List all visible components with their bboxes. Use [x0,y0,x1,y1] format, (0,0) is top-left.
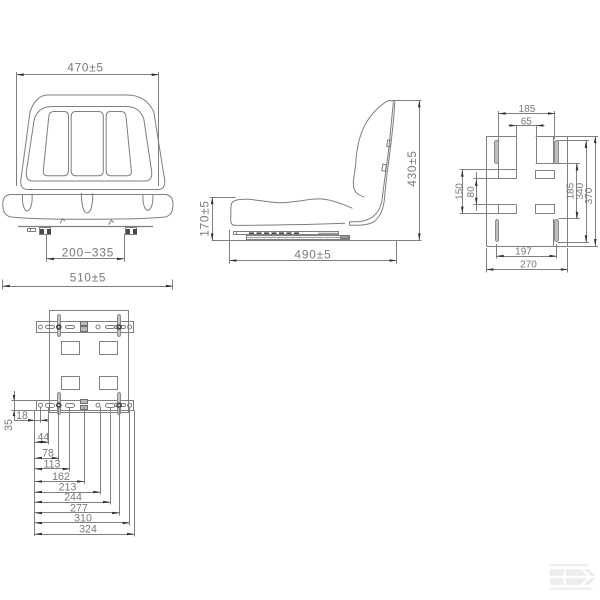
svg-text:78: 78 [42,448,54,460]
svg-text:310: 310 [74,513,92,525]
svg-text:200−335: 200−335 [62,245,115,259]
svg-text:170±5: 170±5 [198,200,212,236]
svg-text:244: 244 [64,492,82,504]
svg-text:324: 324 [79,524,97,536]
svg-text:470±5: 470±5 [67,61,103,75]
svg-text:340: 340 [575,182,586,199]
svg-text:277: 277 [70,503,88,515]
svg-text:490±5: 490±5 [294,247,331,261]
svg-text:162: 162 [52,471,70,483]
svg-text:150: 150 [455,183,466,200]
svg-text:370: 370 [584,187,595,204]
svg-text:113: 113 [44,459,61,471]
svg-text:80: 80 [466,186,477,198]
svg-text:185: 185 [519,104,536,115]
svg-text:510±5: 510±5 [70,271,106,285]
svg-text:213: 213 [59,482,77,494]
svg-text:197: 197 [515,247,532,258]
svg-text:430±5: 430±5 [405,150,419,186]
svg-text:44: 44 [38,432,50,444]
svg-text:270: 270 [520,260,537,271]
svg-text:185: 185 [566,182,577,199]
svg-text:65: 65 [521,116,533,127]
svg-text:35: 35 [3,419,15,431]
svg-text:18: 18 [16,410,28,422]
